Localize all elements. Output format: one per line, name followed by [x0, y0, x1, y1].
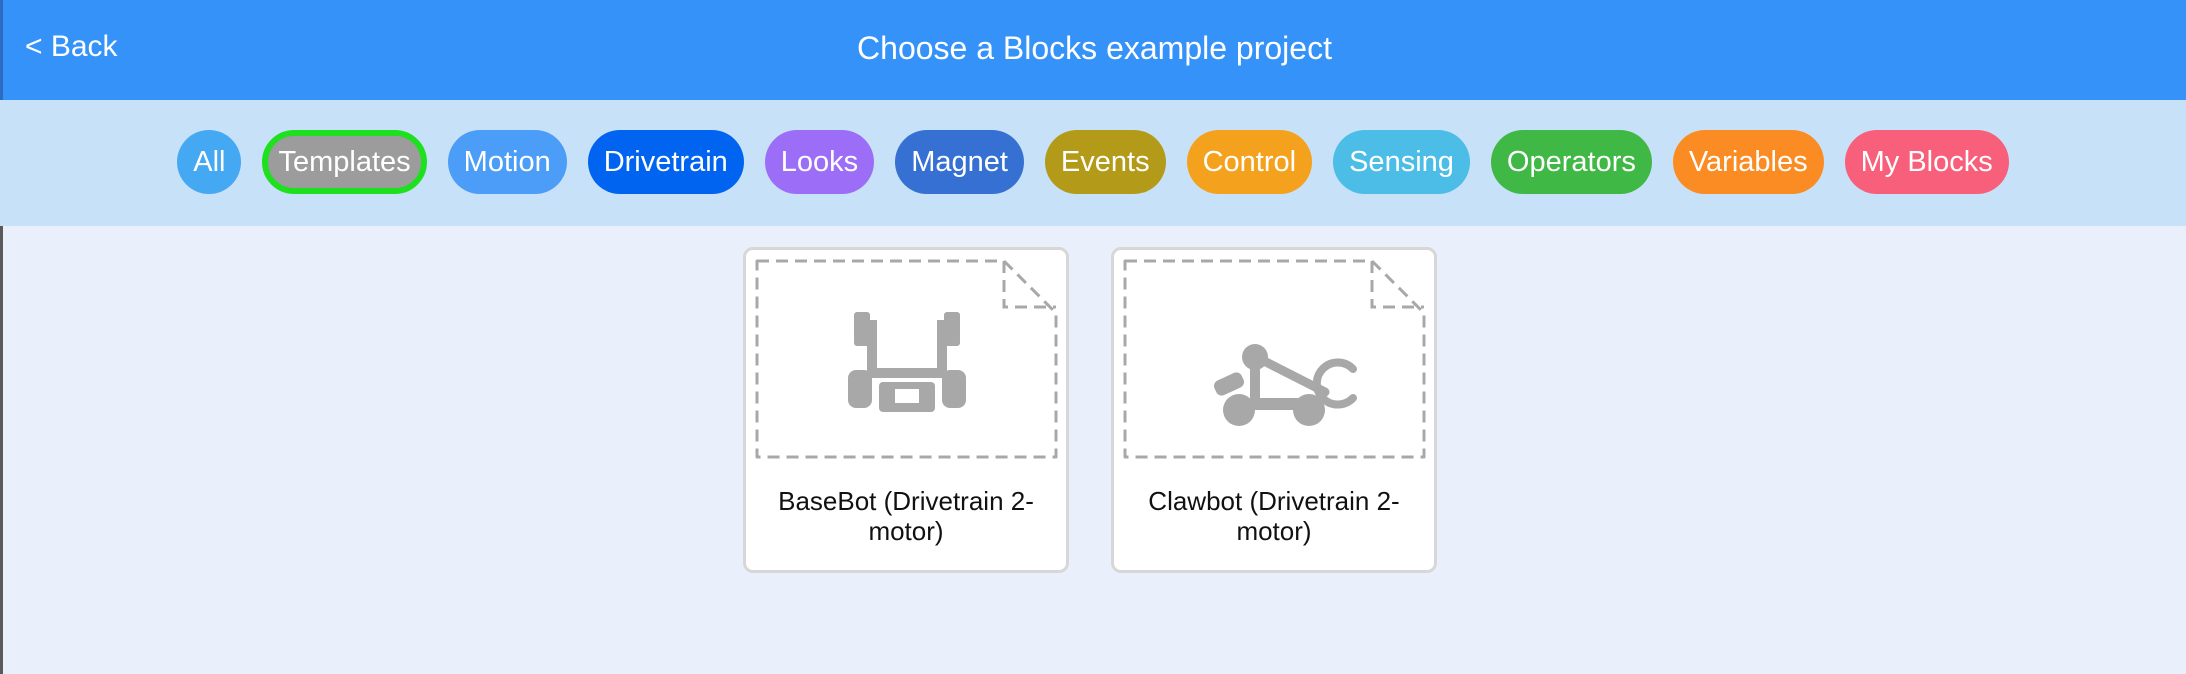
filter-variables[interactable]: Variables	[1672, 130, 1824, 194]
basebot-icon	[848, 312, 966, 412]
filter-magnet[interactable]: Magnet	[895, 130, 1024, 194]
clawbot-icon	[1213, 344, 1357, 426]
filter-drivetrain[interactable]: Drivetrain	[587, 130, 744, 194]
filter-control[interactable]: Control	[1186, 130, 1313, 194]
back-button[interactable]: < Back	[25, 30, 118, 63]
filter-templates[interactable]: Templates	[262, 130, 427, 194]
project-card-label: Clawbot (Drivetrain 2-motor)	[1148, 486, 1400, 546]
project-card-basebot[interactable]: BaseBot (Drivetrain 2-motor)	[743, 247, 1069, 573]
filter-looks[interactable]: Looks	[764, 130, 875, 194]
category-filter-list: All Templates Motion Drivetrain Looks Magnet E…	[0, 130, 2186, 194]
filter-sensing[interactable]: Sensing	[1333, 130, 1470, 194]
page-title: Choose a Blocks example project	[857, 30, 1332, 66]
header-bar: < Back Choose a Blocks example project	[0, 0, 2186, 100]
project-grid: BaseBot (Drivetrain 2-motor) Clawbot (Dr…	[0, 226, 2186, 674]
document-frame	[1123, 259, 1426, 459]
filter-events[interactable]: Events	[1044, 130, 1166, 194]
category-filter-bar: All Templates Motion Drivetrain Looks Magnet E…	[0, 100, 2186, 226]
filter-operators[interactable]: Operators	[1490, 130, 1652, 194]
project-card-clawbot[interactable]: Clawbot (Drivetrain 2-motor)	[1111, 247, 1437, 573]
filter-all[interactable]: All	[177, 130, 242, 194]
filter-my-blocks[interactable]: My Blocks	[1844, 130, 2009, 194]
filter-motion[interactable]: Motion	[447, 130, 567, 194]
project-card-label: BaseBot (Drivetrain 2-motor)	[778, 486, 1034, 546]
document-frame	[755, 259, 1058, 459]
